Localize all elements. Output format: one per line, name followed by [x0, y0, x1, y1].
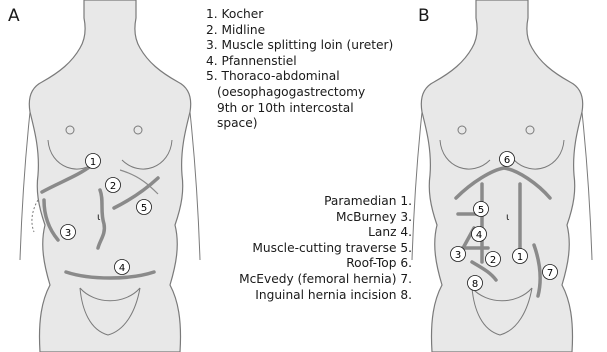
legend-a-continuation: (oesophagogastrectomy — [206, 85, 406, 101]
svg-text:2: 2 — [110, 181, 116, 192]
svg-text:2: 2 — [490, 255, 496, 266]
marker-b-5: 5 — [474, 202, 489, 217]
svg-text:1: 1 — [90, 157, 96, 168]
svg-text:5: 5 — [478, 205, 484, 216]
marker-4: 4 — [115, 260, 130, 275]
torso-body-a — [29, 0, 190, 352]
legend-a-item: 5. Thoraco-abdominal — [206, 69, 406, 85]
svg-text:4: 4 — [476, 230, 482, 241]
legend-a-item: 2. Midline — [206, 23, 406, 39]
torso-figure-b: 6 5 4 3 2 1 8 7 ι — [392, 0, 607, 352]
marker-b-7: 7 — [543, 265, 558, 280]
svg-text:4: 4 — [119, 263, 125, 274]
marker-b-8: 8 — [468, 276, 483, 291]
svg-text:8: 8 — [472, 279, 478, 290]
legend-a-continuation: 9th or 10th intercostal — [206, 101, 406, 117]
legend-b-item: Muscle-cutting traverse 5. — [182, 241, 412, 257]
svg-text:6: 6 — [504, 155, 510, 166]
svg-text:7: 7 — [547, 268, 553, 279]
legend-b-item: Roof-Top 6. — [182, 256, 412, 272]
marker-5: 5 — [137, 200, 152, 215]
legend-b: Paramedian 1. McBurney 3. Lanz 4. Muscle… — [182, 194, 412, 303]
marker-b-4: 4 — [472, 227, 487, 242]
legend-a-item: 1. Kocher — [206, 7, 406, 23]
legend-b-item: McEvedy (femoral hernia) 7. — [182, 272, 412, 288]
svg-text:3: 3 — [455, 250, 461, 261]
marker-3: 3 — [61, 225, 76, 240]
torso-body-b — [421, 0, 582, 352]
marker-b-3: 3 — [451, 247, 466, 262]
legend-b-item: Lanz 4. — [182, 225, 412, 241]
marker-b-2: 2 — [486, 252, 501, 267]
svg-text:5: 5 — [141, 203, 147, 214]
svg-text:3: 3 — [65, 228, 71, 239]
marker-b-1: 1 — [513, 249, 528, 264]
legend-a: 1. Kocher 2. Midline 3. Muscle splitting… — [206, 7, 406, 132]
marker-2: 2 — [106, 178, 121, 193]
legend-b-item: Inguinal hernia incision 8. — [182, 288, 412, 304]
marker-1: 1 — [86, 154, 101, 169]
svg-text:1: 1 — [517, 252, 523, 263]
legend-a-item: 4. Pfannenstiel — [206, 54, 406, 70]
legend-a-item: 3. Muscle splitting loin (ureter) — [206, 38, 406, 54]
marker-b-6: 6 — [500, 152, 515, 167]
legend-b-item: Paramedian 1. — [182, 194, 412, 210]
legend-a-continuation: space) — [206, 116, 406, 132]
legend-b-item: McBurney 3. — [182, 210, 412, 226]
